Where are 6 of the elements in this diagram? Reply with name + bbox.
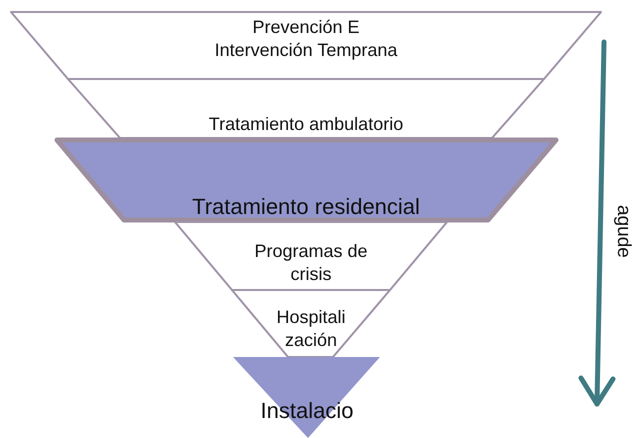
side-label: agude	[612, 205, 634, 258]
band-label: Tratamiento residencial	[191, 193, 421, 220]
band-label: Tratamiento ambulatorio	[208, 113, 404, 136]
band-label: Programas de crisis	[253, 240, 369, 285]
band-label: Prevención E Intervención Temprana	[214, 16, 398, 61]
band-label: Hospitali zación	[275, 306, 347, 351]
